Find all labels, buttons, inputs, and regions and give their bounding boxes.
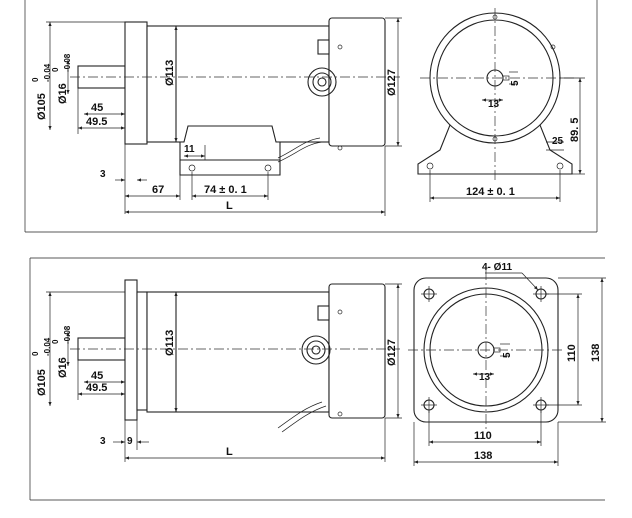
dim-dia-105-tol-up: 0 [31, 77, 40, 82]
dim-dia-16: Ø16 [57, 83, 69, 104]
dim-89-5: 89. 5 [569, 118, 581, 142]
dim-L-b: L [226, 446, 233, 458]
dim-13: 13 [488, 99, 500, 110]
dim-dia-127: Ø127 [386, 69, 398, 96]
dim-dia-16-tol-dn: -0.08 [63, 53, 72, 72]
dim-dia-113: Ø113 [164, 60, 176, 86]
dim-110-v: 110 [566, 344, 578, 362]
mount-foot [179, 125, 281, 176]
top-panel: Ø105 0 -0.04 Ø16 0 -0.08 45 49.5 Ø113 Ø1… [24, 0, 598, 233]
dim-dia-16-b: Ø16 [57, 357, 69, 378]
dim-5: 5 [510, 80, 521, 86]
terminal-box-2 [301, 335, 331, 365]
dim-dia-16-tol-up-b: 0 [51, 339, 60, 344]
dim-25: 25 [552, 136, 564, 147]
dim-13-b: 13 [479, 372, 491, 383]
square-flange [124, 279, 138, 421]
lead-wire [277, 137, 323, 163]
dim-124: 124 ± 0. 1 [466, 186, 515, 198]
rear-cap [328, 17, 386, 147]
rear-cap-2 [328, 283, 386, 419]
dim-dia-105: Ø105 [36, 93, 48, 120]
dim-dia-105-tol-dn-b: -0.04 [43, 337, 52, 356]
dim-9: 9 [127, 436, 133, 447]
dim-45-b: 45 [91, 370, 103, 382]
dim-holes: 4- Ø11 [482, 262, 512, 273]
dim-110-h: 110 [474, 430, 492, 442]
dim-dia-105-tol-up-b: 0 [31, 351, 40, 356]
dim-5-b: 5 [502, 352, 513, 358]
dim-138-h: 138 [474, 450, 492, 462]
dim-L: L [226, 200, 233, 212]
dim-3-b: 3 [100, 436, 106, 447]
lead-wire-2 [277, 401, 327, 433]
front-flange [124, 21, 148, 145]
dim-dia-105-tol-dn: -0.04 [43, 63, 52, 82]
dim-dia-105-b: Ø105 [36, 369, 48, 396]
mount-holes [421, 286, 549, 413]
dim-dia-113-b: Ø113 [164, 330, 176, 356]
dim-dia-16-tol-dn-b: -0.08 [63, 325, 72, 344]
dim-138-v: 138 [590, 344, 602, 362]
front-flange-2 [136, 291, 148, 411]
terminal-box [307, 67, 337, 97]
dim-3: 3 [100, 169, 106, 180]
bottom-side-view: Ø105 0 -0.04 Ø16 0 -0.08 45 49.5 Ø113 Ø1… [31, 279, 402, 462]
dim-49-5: 49.5 [86, 116, 107, 128]
dim-49-5-b: 49.5 [86, 382, 107, 394]
bottom-panel: Ø105 0 -0.04 Ø16 0 -0.08 45 49.5 Ø113 Ø1… [29, 257, 606, 501]
dim-dia-16-tol-up: 0 [51, 67, 60, 72]
top-side-view: Ø105 0 -0.04 Ø16 0 -0.08 45 49.5 Ø113 Ø1… [31, 17, 402, 216]
dim-dia-127-b: Ø127 [386, 339, 398, 366]
top-front-view: 5 13 89. 5 25 124 ± 0. 1 [417, 8, 585, 202]
dim-45: 45 [91, 102, 103, 114]
dim-74: 74 ± 0. 1 [204, 184, 247, 196]
dim-67: 67 [152, 184, 164, 196]
dim-11: 11 [184, 144, 195, 155]
bottom-front-view: 4- Ø11 5 13 110 138 110 [408, 262, 606, 466]
